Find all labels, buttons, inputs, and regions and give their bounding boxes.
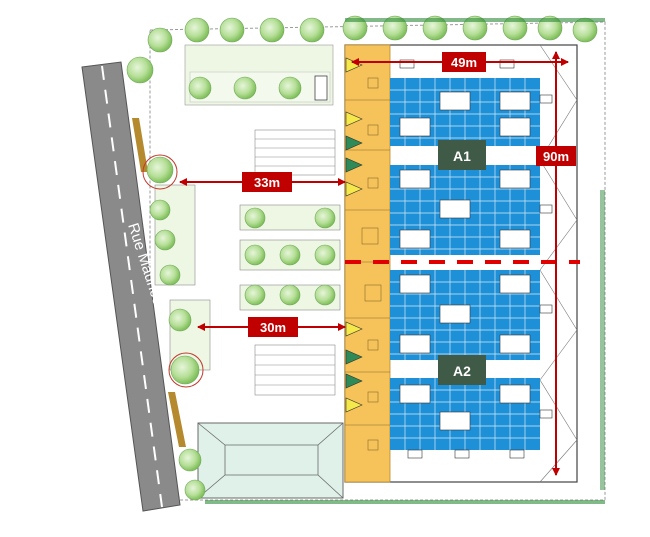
- dimension-setback-bottom: 30m: [197, 317, 346, 337]
- parking-middle: [154, 129, 341, 396]
- skylights: [399, 59, 553, 459]
- dimension-setback-top: 33m: [179, 172, 346, 192]
- retention-basin: [197, 422, 344, 499]
- building-a1: A1: [438, 140, 486, 170]
- hedge: [205, 18, 605, 504]
- dimension-height-label: 90m: [543, 149, 569, 164]
- street: Rue Maurice de Broglie: [81, 61, 189, 512]
- dimension-height: 90m: [536, 51, 576, 476]
- building-a1-label: A1: [453, 148, 471, 164]
- parking-north: [184, 44, 334, 106]
- existing-trees: [142, 154, 204, 388]
- dimension-setback-top-label: 33m: [254, 175, 280, 190]
- building-a2: A2: [438, 355, 486, 385]
- dimension-setback-bottom-label: 30m: [260, 320, 286, 335]
- dimension-width-label: 49m: [451, 55, 477, 70]
- building-a2-label: A2: [453, 363, 471, 379]
- dimension-width: 49m: [351, 52, 569, 72]
